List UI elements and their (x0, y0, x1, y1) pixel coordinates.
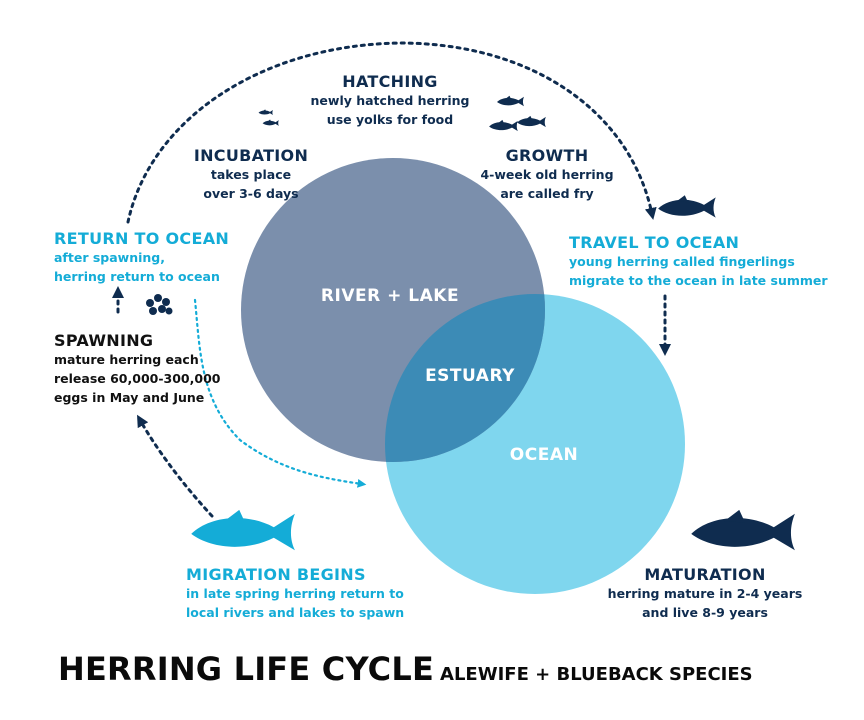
title-subtitle: ALEWIFE + BLUEBACK SPECIES (440, 664, 753, 685)
migrating-herring-icon (191, 510, 295, 550)
travel-heading: TRAVEL TO OCEAN (569, 233, 859, 252)
stage-growth: GROWTH 4-week old herring are called fry (462, 146, 632, 203)
spawning-heading: SPAWNING (54, 331, 244, 350)
migration-desc-2: local rivers and lakes to spawn (186, 603, 446, 622)
stage-hatching: HATCHING newly hatched herring use yolks… (290, 72, 490, 129)
fingerling-fish-icon (658, 195, 716, 217)
stage-incubation: INCUBATION takes place over 3-6 days (176, 146, 326, 203)
incubation-heading: INCUBATION (176, 146, 326, 165)
incubation-desc-1: takes place (176, 165, 326, 184)
hatching-desc-1: newly hatched herring (290, 91, 490, 110)
hatching-desc-2: use yolks for food (290, 110, 490, 129)
maturation-desc-2: and live 8-9 years (590, 603, 820, 622)
stage-travel-to-ocean: TRAVEL TO OCEAN young herring called fin… (569, 233, 859, 290)
region-ocean: OCEAN (484, 445, 604, 465)
title-main: HERRING LIFE CYCLE (58, 650, 434, 688)
egg-cluster-icon (146, 294, 173, 315)
return-desc-1: after spawning, (54, 248, 254, 267)
diagram-title: HERRING LIFE CYCLE ALEWIFE + BLUEBACK SPE… (58, 650, 753, 688)
migration-heading: MIGRATION BEGINS (186, 565, 446, 584)
spawning-desc-3: eggs in May and June (54, 388, 244, 407)
incubation-desc-2: over 3-6 days (176, 184, 326, 203)
growth-desc-2: are called fry (462, 184, 632, 203)
travel-desc-2: migrate to the ocean in late summer (569, 271, 859, 290)
growth-heading: GROWTH (462, 146, 632, 165)
maturation-heading: MATURATION (590, 565, 820, 584)
maturation-desc-1: herring mature in 2-4 years (590, 584, 820, 603)
stage-migration-begins: MIGRATION BEGINS in late spring herring … (186, 565, 446, 622)
return-desc-2: herring return to ocean (54, 267, 254, 286)
travel-desc-1: young herring called fingerlings (569, 252, 859, 271)
growth-desc-1: 4-week old herring (462, 165, 632, 184)
stage-maturation: MATURATION herring mature in 2-4 years a… (590, 565, 820, 622)
region-river-lake: RIVER + LAKE (300, 286, 480, 306)
adult-herring-icon (691, 510, 795, 550)
hatching-heading: HATCHING (290, 72, 490, 91)
spawning-desc-1: mature herring each (54, 350, 244, 369)
larva-fish-icon (259, 109, 279, 125)
stage-spawning: SPAWNING mature herring each release 60,… (54, 331, 244, 407)
migration-desc-1: in late spring herring return to (186, 584, 446, 603)
migration-arrow (140, 420, 212, 516)
return-heading: RETURN TO OCEAN (54, 229, 254, 248)
spawning-desc-2: release 60,000-300,000 (54, 369, 244, 388)
stage-return-to-ocean: RETURN TO OCEAN after spawning, herring … (54, 229, 254, 286)
fry-fish-icon (489, 96, 546, 131)
region-estuary: ESTUARY (405, 366, 535, 386)
